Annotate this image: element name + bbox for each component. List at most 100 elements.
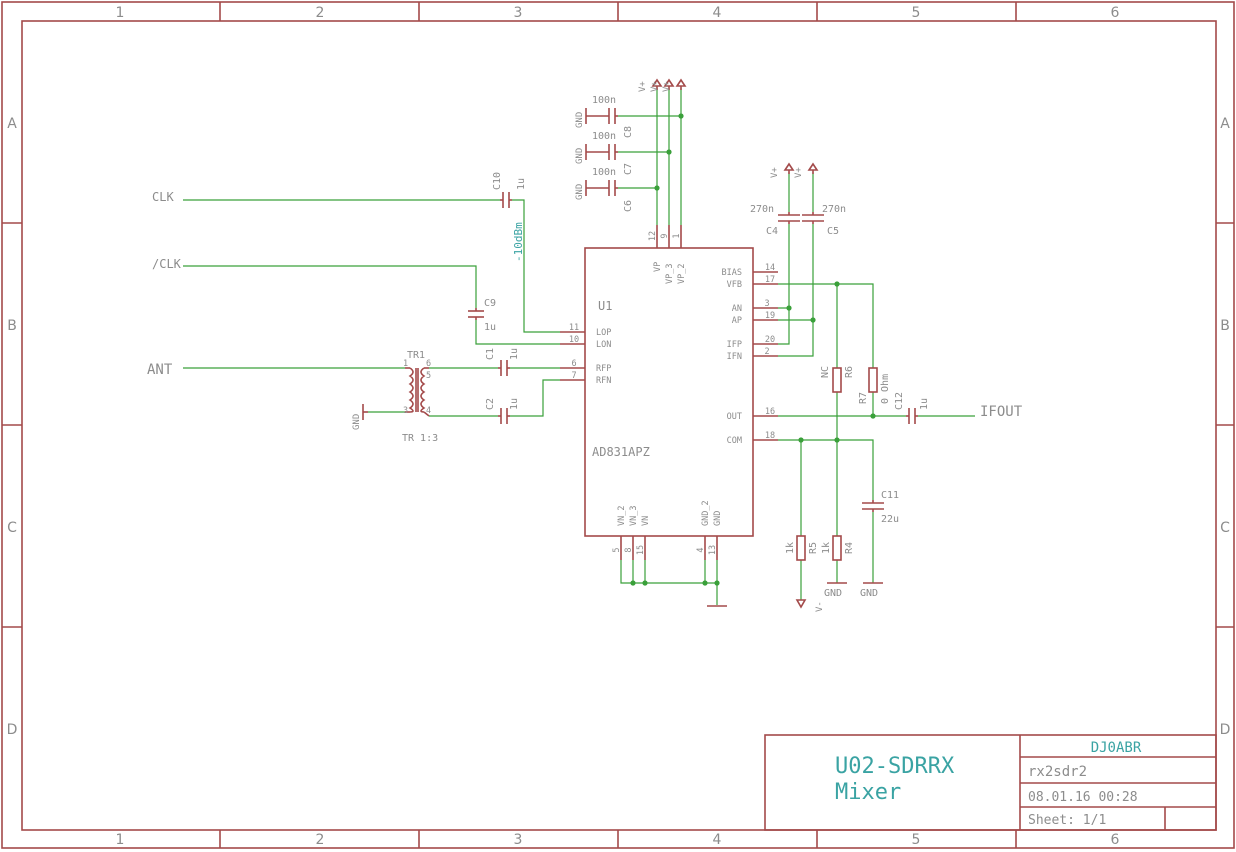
pin-num-vn: 15 [636, 545, 646, 555]
pin-name-gnd2: GND_2 [701, 500, 711, 526]
ic-body [584, 247, 754, 537]
r6-name: R6 [844, 366, 855, 378]
ic-value: AD831APZ [592, 445, 650, 459]
gnd-label-c11: GND [860, 588, 878, 599]
pin-num-lop: 11 [569, 323, 579, 333]
c8-gnd-label: GND [575, 112, 585, 128]
c4-value: 270n [750, 204, 774, 215]
wires [183, 88, 975, 605]
capacitor-c6: C6 100n GND [575, 167, 634, 212]
pin-name-vn: VN [641, 516, 651, 526]
pin-num-vp: 12 [648, 231, 658, 241]
row-label-left-d: D [7, 722, 18, 738]
gnd-symbol-c11: GND [860, 582, 883, 599]
title-line-1: U02-SDRRX [835, 754, 955, 779]
capacitor-c8: C8 100n GND [575, 95, 634, 138]
tr1-value: TR 1:3 [402, 433, 438, 444]
c12-name: C12 [894, 392, 905, 410]
c6-gnd-label: GND [575, 184, 585, 200]
c10-name: C10 [492, 172, 503, 190]
capacitor-c1: C1 1u [485, 348, 520, 376]
resistor-r4: 1k R4 [821, 535, 855, 561]
pin-num-vp3: 9 [660, 233, 670, 238]
col-label-bottom-3: 3 [514, 832, 523, 848]
pin-name-out: OUT [727, 412, 742, 422]
row-label-right-b: B [1220, 318, 1230, 334]
pin-num-lon: 10 [569, 335, 579, 345]
title-block: U02-SDRRX Mixer DJ0ABR rx2sdr2 08.01.16 … [764, 734, 1217, 831]
col-label-top-6: 6 [1111, 5, 1120, 21]
junctions [630, 113, 876, 586]
pin-name-lop: LOP [596, 328, 611, 338]
r4-name: R4 [844, 542, 855, 554]
pin-name-vp2: VP_2 [677, 264, 687, 284]
pin-num-gnd: 13 [708, 545, 718, 555]
vminus-symbol-r5: V- [795, 599, 825, 612]
net-label-clk: CLK [152, 190, 174, 204]
c9-value: 1u [484, 322, 496, 333]
pin-num-gnd2: 4 [696, 547, 706, 552]
capacitor-c9: C9 1u [468, 298, 496, 333]
frame-column-labels: 1 2 3 4 5 6 1 2 3 4 5 6 [116, 5, 1120, 848]
vminus-label-r5: V- [815, 601, 825, 612]
pin-name-vn3: VN_3 [629, 506, 639, 526]
pin-num-bias: 14 [765, 263, 775, 273]
r5-name: R5 [808, 542, 819, 554]
pin-name-vp3: VP_3 [665, 264, 675, 284]
pin-num-vp2: 1 [672, 233, 682, 238]
c7-name: C7 [623, 163, 634, 175]
pin-num-an: 3 [764, 299, 769, 309]
row-label-left-c: C [7, 520, 17, 536]
capacitor-c4: 270n C4 [750, 204, 800, 237]
capacitor-c7: C7 100n GND [575, 131, 634, 175]
col-label-top-5: 5 [912, 5, 921, 21]
c6-value: 100n [592, 167, 616, 178]
c1-value: 1u [509, 348, 520, 360]
net-label-nclk: /CLK [152, 257, 182, 271]
pin-name-an: AN [732, 304, 742, 314]
c5-value: 270n [822, 204, 846, 215]
title-file: rx2sdr2 [1028, 764, 1087, 780]
vplus-label-3: V+ [662, 81, 672, 92]
row-label-right-c: C [1220, 520, 1230, 536]
c8-name: C8 [623, 126, 634, 138]
col-label-top-4: 4 [713, 5, 722, 21]
vplus-label-2: V+ [650, 81, 660, 92]
pin-name-rfp: RFP [596, 364, 611, 374]
c1-name: C1 [485, 348, 496, 360]
pin-num-com: 18 [765, 431, 775, 441]
row-label-left-a: A [7, 116, 17, 132]
tr1-pin-5: 5 [426, 371, 431, 381]
annotation-level: -10dBm [512, 222, 525, 262]
col-label-top-2: 2 [316, 5, 325, 21]
c2-name: C2 [485, 398, 496, 410]
pin-name-vfb: VFB [727, 280, 742, 290]
capacitor-c11: C11 22u [862, 490, 899, 525]
transformer-tr1: TR1 TR 1:3 1 6 5 3 4 [402, 350, 438, 444]
pin-name-gnd: GND [713, 511, 723, 526]
r5-value: 1k [785, 542, 796, 554]
vplus-label-1: V+ [638, 81, 648, 92]
title-author: DJ0ABR [1091, 740, 1142, 756]
col-label-bottom-6: 6 [1111, 832, 1120, 848]
c8-value: 100n [592, 95, 616, 106]
pin-num-rfn: 7 [571, 371, 576, 381]
pin-num-vn2: 5 [612, 547, 622, 552]
tr1-pin-3: 3 [403, 406, 408, 416]
pin-name-rfn: RFN [596, 376, 611, 386]
col-label-bottom-1: 1 [116, 832, 125, 848]
row-label-right-d: D [1220, 722, 1231, 738]
r7-value: 0 Ohm [880, 374, 891, 404]
r4-value: 1k [821, 542, 832, 554]
capacitor-c12: C12 1u [894, 392, 930, 424]
tr1-pin-4: 4 [426, 406, 431, 416]
gnd-symbol-r4: GND [824, 582, 847, 599]
vplus-symbols-c4c5: V+ V+ [770, 162, 819, 178]
pin-name-vp: VP [653, 262, 663, 272]
tr1-pin-6: 6 [426, 359, 431, 369]
row-label-right-a: A [1220, 116, 1230, 132]
net-label-ant: ANT [147, 362, 173, 378]
col-label-bottom-4: 4 [713, 832, 722, 848]
